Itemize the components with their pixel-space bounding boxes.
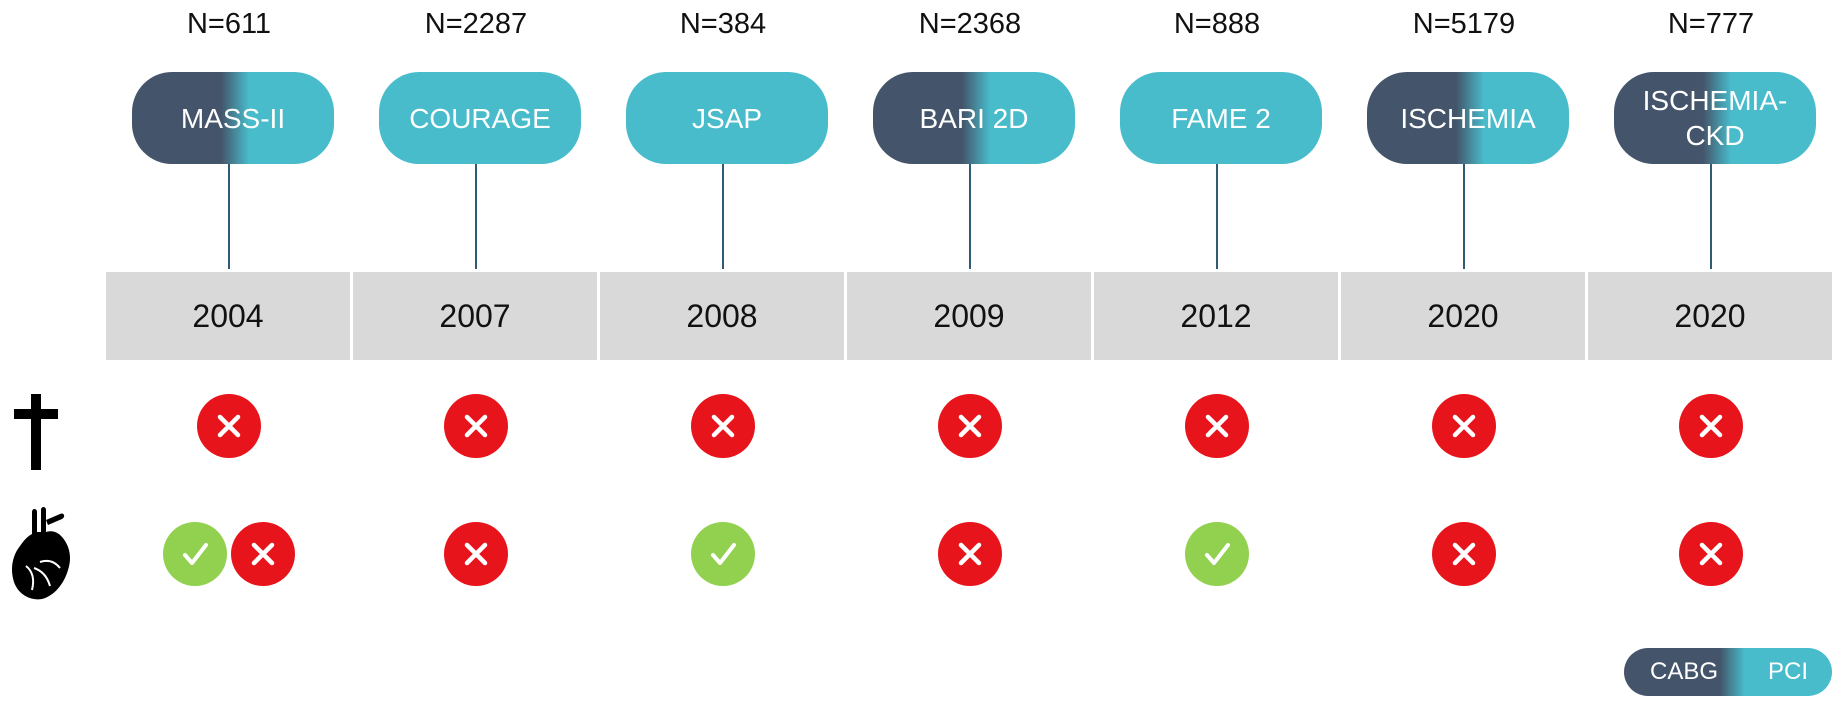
sample-size-label: N=777: [1667, 8, 1755, 40]
cross-icon: [938, 394, 1002, 458]
trial-name: BARI 2D: [919, 102, 1029, 134]
trial-name: FAME 2: [1171, 102, 1271, 134]
anatomical-heart-icon: [12, 507, 70, 600]
year-box: 2007: [353, 272, 597, 360]
year-box: 2009: [847, 272, 1091, 360]
cross-icon: [938, 522, 1002, 586]
timeline-connector: [722, 164, 724, 269]
trial-name-pill: BARI 2D: [873, 72, 1075, 164]
sample-size-label: N=2287: [424, 8, 528, 40]
sample-size-label: N=888: [1173, 8, 1261, 40]
check-icon: [1185, 522, 1249, 586]
cross-icon: [231, 522, 295, 586]
timeline-connector: [1710, 164, 1712, 269]
trial-name-pill: COURAGE: [379, 72, 581, 164]
trial-name-pill: ISCHEMIA: [1367, 72, 1569, 164]
year-box: 2020: [1341, 272, 1585, 360]
timeline-connector: [228, 164, 230, 269]
timeline-connector: [969, 164, 971, 269]
cross-icon: [1185, 394, 1249, 458]
trial-name: COURAGE: [409, 102, 551, 134]
sample-size-label: N=611: [186, 8, 272, 40]
legend-cabg-label: CABG: [1650, 658, 1719, 685]
sample-size-label: N=5179: [1412, 8, 1516, 40]
treatment-legend: CABG PCI: [1624, 648, 1832, 696]
dagger-icon: [14, 394, 58, 470]
year-box: 2012: [1094, 272, 1338, 360]
timeline-connector: [1216, 164, 1218, 269]
trial-name: ISCHEMIA- CKD: [1642, 85, 1788, 151]
cross-icon: [1679, 394, 1743, 458]
year-box: 2020: [1588, 272, 1832, 360]
cross-icon: [691, 394, 755, 458]
legend-pci-label: PCI: [1768, 658, 1809, 685]
trial-name-pill: FAME 2: [1120, 72, 1322, 164]
trial-name-pill: JSAP: [626, 72, 828, 164]
trial-name: JSAP: [691, 102, 763, 134]
cross-icon: [1679, 522, 1743, 586]
cross-icon: [1432, 394, 1496, 458]
cross-icon: [444, 522, 508, 586]
cross-icon: [1432, 522, 1496, 586]
trial-name-pill: ISCHEMIA- CKD: [1614, 72, 1816, 164]
sample-size-label: N=2368: [918, 8, 1022, 40]
cross-icon: [444, 394, 508, 458]
cross-icon: [197, 394, 261, 458]
year-box: 2008: [600, 272, 844, 360]
trial-name: MASS-II: [180, 102, 286, 134]
trial-name-pill: MASS-II: [132, 72, 334, 164]
check-icon: [163, 522, 227, 586]
trial-name: ISCHEMIA: [1400, 102, 1536, 134]
year-box: 2004: [106, 272, 350, 360]
sample-size-label: N=384: [679, 8, 767, 40]
check-icon: [691, 522, 755, 586]
timeline-connector: [1463, 164, 1465, 269]
timeline-connector: [475, 164, 477, 269]
